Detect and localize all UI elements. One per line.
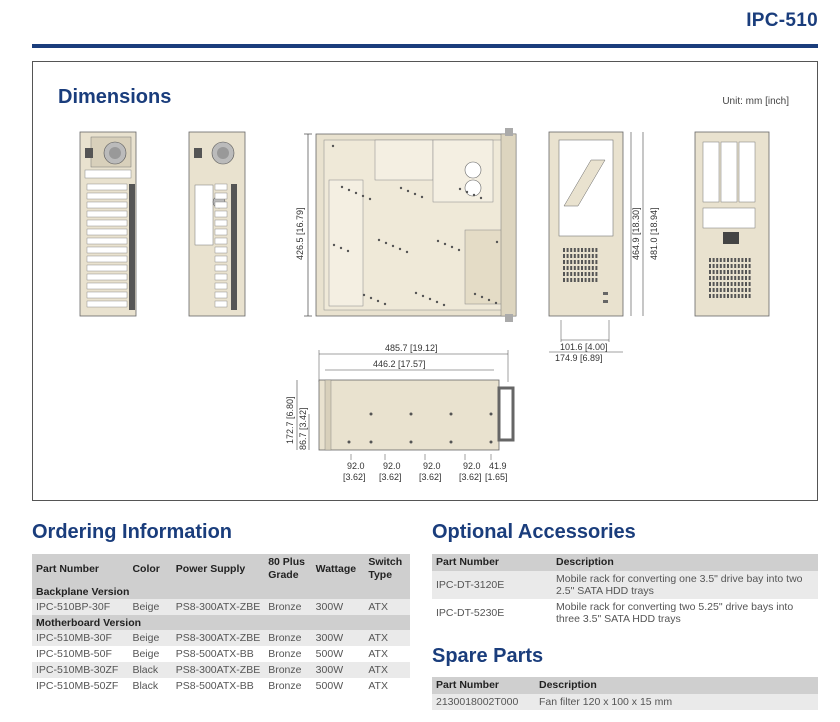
table-cell: IPC-510MB-30F (32, 630, 129, 646)
table-cell: 300W (311, 599, 365, 615)
table-row: IPC-510MB-50ZF Black PS8-500ATX-BB Bronze 50… (32, 678, 410, 694)
table-cell: Bronze (268, 648, 302, 660)
table-cell: Black (128, 662, 172, 678)
table-cell: PS8-500ATX-BB (175, 648, 254, 660)
spacing-inch-label: [3.62] (459, 472, 482, 482)
column-header: Description (535, 677, 818, 694)
table-cell: PS8-300ATX-ZBE (171, 599, 265, 615)
front-width-2-label: 174.9 [6.89] (555, 353, 603, 363)
table-cell: 300W (311, 662, 365, 678)
table-cell: 500W (315, 648, 344, 660)
spacing-mm-label: 41.9 (489, 461, 507, 471)
total-width-label: 485.7 [19.12] (385, 343, 438, 353)
spacing-mm-label: 92.0 (423, 461, 441, 471)
header-rule (32, 44, 818, 48)
column-header: Wattage (311, 554, 365, 584)
rear-view-motherboard (188, 131, 246, 317)
table-cell: IPC-DT-3120E (432, 571, 552, 599)
front-width-1-label: 101.6 [4.00] (560, 342, 608, 352)
table-cell: Mobile rack for converting one 3.5" driv… (552, 571, 818, 599)
front-height-1-label: 464.9 [18.30] (631, 207, 641, 260)
group-label: Motherboard Version (32, 615, 410, 630)
column-header: Color (128, 554, 172, 584)
group-label: Backplane Version (32, 584, 410, 599)
table-cell: 300W (311, 630, 365, 646)
table-cell: IPC-510BP-30F (32, 599, 129, 615)
column-header: Part Number (32, 554, 129, 584)
table-cell: Beige (128, 599, 172, 615)
top-view: 426.5 [16.79] (295, 128, 517, 322)
table-cell: ATX (368, 648, 388, 660)
spacing-mm-label: 92.0 (347, 461, 365, 471)
table-cell: Black (132, 680, 159, 692)
height-inner-label: 86.7 [3.42] (298, 407, 308, 450)
side-view: 485.7 [19.12] 446.2 [17.57] 172.7 [6.80]… (285, 343, 515, 482)
spacing-inch-label: [3.62] (343, 472, 366, 482)
height-side-label: 426.5 [16.79] (295, 207, 305, 260)
accessories-title: Optional Accessories (432, 521, 636, 543)
height-total-label: 172.7 [6.80] (285, 396, 295, 444)
front-view: 101.6 [4.00] 174.9 [6.89] 464.9 [18.30] … (548, 131, 659, 363)
spacing-inch-label: [3.62] (379, 472, 402, 482)
table-cell: 500W (315, 680, 344, 692)
front-height-2-label: 481.0 [18.94] (649, 207, 659, 260)
table-cell: Mobile rack for converting two 5.25" dri… (556, 601, 794, 625)
table-cell: Fan filter 120 x 100 x 15 mm (535, 694, 818, 710)
spare-parts-title: Spare Parts (432, 645, 544, 667)
table-cell: Bronze (264, 599, 312, 615)
table-row: IPC-510MB-50F Beige PS8-500ATX-BB Bronze 500… (32, 646, 410, 662)
unit-label: Unit: mm [inch] (722, 96, 789, 107)
table-cell: ATX (368, 680, 388, 692)
table-cell: PS8-300ATX-ZBE (171, 662, 265, 678)
model-title: IPC-510 (746, 10, 818, 31)
column-header: Part Number (432, 677, 535, 694)
table-cell: Bronze (264, 630, 312, 646)
table-cell: Beige (128, 630, 172, 646)
spacing-inch-label: [3.62] (419, 472, 442, 482)
table-cell: Bronze (264, 662, 312, 678)
table-cell: ATX (364, 662, 410, 678)
dimension-drawings: 426.5 [16.79] 101.6 [4.00] 174.9 [6.89] … (79, 128, 770, 482)
column-header: Power Supply (171, 554, 265, 584)
dimensions-panel: Dimensions Unit: mm [inch] (32, 61, 818, 501)
table-row: IPC-DT-5230E Mobile rack for converting t… (432, 599, 818, 627)
column-header: Switch Type (364, 554, 410, 584)
spacing-inch-label: [1.65] (485, 472, 508, 482)
table-cell: IPC-510MB-30ZF (32, 662, 129, 678)
table-cell: ATX (364, 599, 410, 615)
spacing-mm-label: 92.0 (383, 461, 401, 471)
inner-width-label: 446.2 [17.57] (373, 359, 426, 369)
table-cell: IPC-510MB-50F (36, 648, 112, 660)
table-cell: PS8-300ATX-ZBE (171, 630, 265, 646)
table-cell: Beige (132, 648, 160, 660)
column-header: 80 Plus Grade (264, 554, 312, 584)
column-header: Part Number (432, 554, 552, 571)
dimensions-title: Dimensions (58, 86, 172, 108)
table-cell: ATX (364, 630, 410, 646)
table-cell: Bronze (268, 680, 302, 692)
spacing-mm-label: 92.0 (463, 461, 481, 471)
rear-view-backplane (79, 131, 137, 317)
ordering-title: Ordering Information (32, 521, 232, 543)
column-header: Description (552, 554, 818, 571)
table-cell: IPC-510MB-50ZF (36, 680, 119, 692)
table-cell: PS8-500ATX-BB (175, 680, 254, 692)
table-cell: 2130018002T000 (432, 694, 535, 710)
table-cell: IPC-DT-5230E (436, 607, 505, 619)
rear-view-drive-bays (694, 131, 770, 317)
